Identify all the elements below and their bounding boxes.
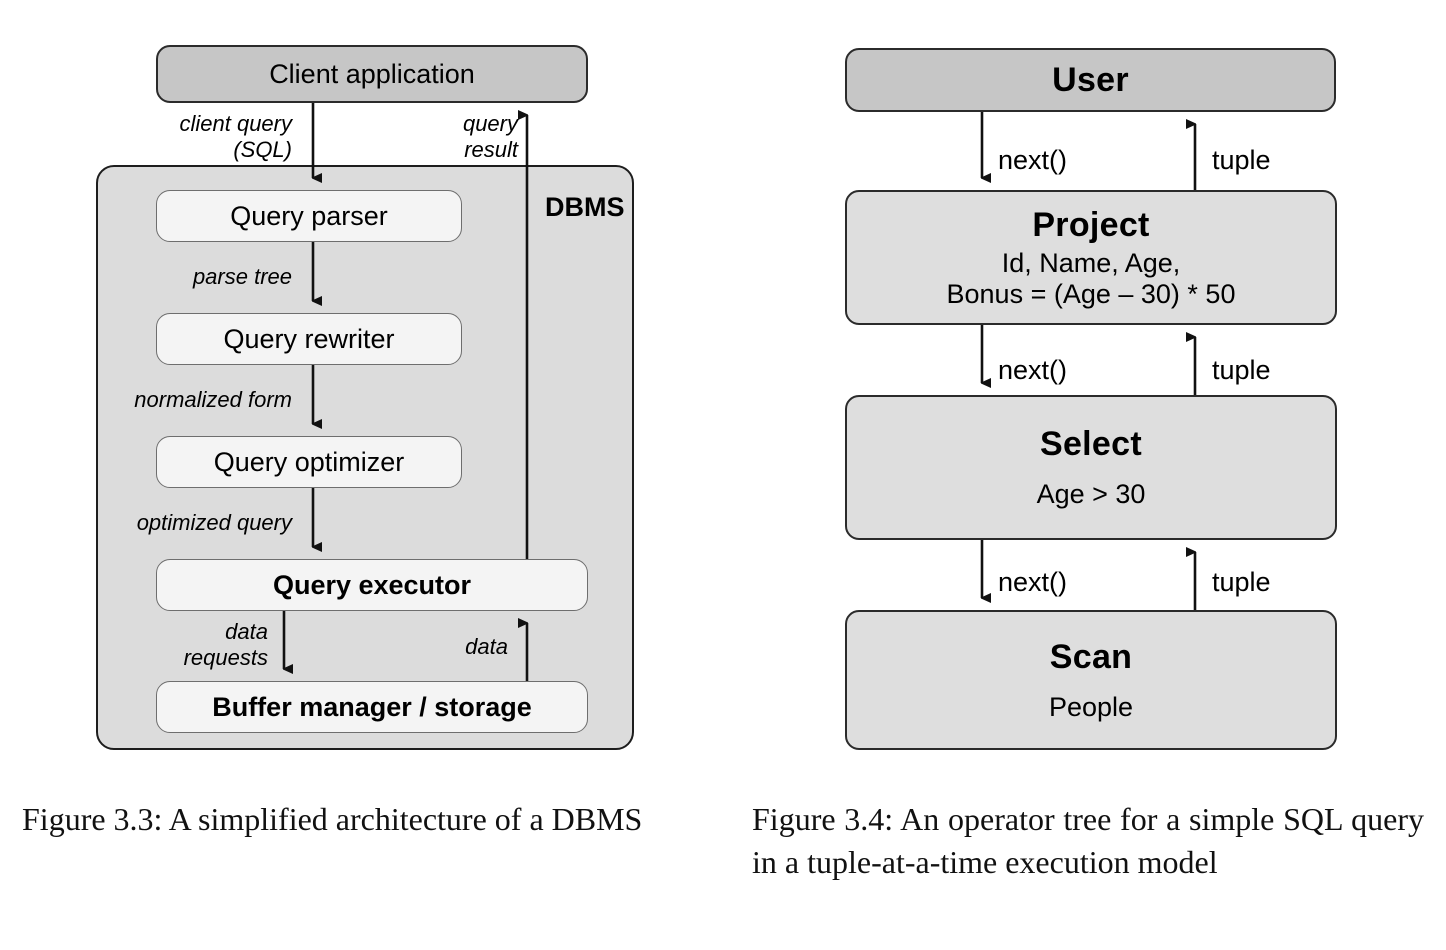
figure-caption-right: Figure 3.4: An operator tree for a simpl… xyxy=(752,801,1424,880)
query-executor-label: Query executor xyxy=(272,569,472,600)
operator-node-scan: Scan People xyxy=(845,610,1337,750)
query-rewriter-label: Query rewriter xyxy=(223,323,395,354)
operator-node-user-title: User xyxy=(1052,60,1129,99)
buffer-manager-label: Buffer manager / storage xyxy=(212,691,532,722)
query-rewriter-box: Query rewriter xyxy=(156,313,462,365)
edge-label-next-3: next() xyxy=(998,567,1068,597)
figure-caption-left: Figure 3.3: A simplified architecture of… xyxy=(22,801,643,837)
edge-label-query-result: query result xyxy=(462,111,518,162)
edge-label-tuple-1: tuple xyxy=(1212,145,1271,175)
edge-label-parse-tree: parse tree xyxy=(192,264,292,289)
edge-label-normalized-form: normalized form xyxy=(134,387,292,412)
operator-node-scan-line-1: People xyxy=(1048,691,1134,722)
operator-node-project-line-1: Id, Name, Age, xyxy=(1001,248,1181,279)
edge-label-next-2: next() xyxy=(998,355,1068,385)
edge-label-next-1: next() xyxy=(998,145,1068,175)
operator-node-select-title: Select xyxy=(1040,425,1142,464)
operator-node-select: Select Age > 30 xyxy=(845,395,1337,540)
operator-node-project-title: Project xyxy=(1032,206,1150,245)
operator-node-project-line-2: Bonus = (Age – 30) * 50 xyxy=(946,278,1236,309)
query-executor-box: Query executor xyxy=(156,559,588,611)
buffer-manager-box: Buffer manager / storage xyxy=(156,681,588,733)
client-application-label: Client application xyxy=(269,58,475,89)
edge-label-data-requests: data requests xyxy=(183,619,268,670)
query-optimizer-label: Query optimizer xyxy=(213,446,405,477)
operator-node-user: User xyxy=(845,48,1336,112)
edge-label-optimized-query: optimized query xyxy=(136,510,292,535)
edge-label-data: data xyxy=(465,634,508,659)
edge-label-tuple-3: tuple xyxy=(1212,567,1271,597)
query-optimizer-box: Query optimizer xyxy=(156,436,462,488)
operator-node-select-line-1: Age > 30 xyxy=(1036,479,1146,510)
operator-node-project: Project Id, Name, Age, Bonus = (Age – 30… xyxy=(845,190,1337,325)
edge-label-client-query: client query (SQL) xyxy=(179,111,292,162)
dbms-label: DBMS xyxy=(545,192,625,222)
client-application-box: Client application xyxy=(156,45,588,103)
edge-label-tuple-2: tuple xyxy=(1212,355,1271,385)
operator-node-scan-title: Scan xyxy=(1049,637,1133,676)
query-parser-label: Query parser xyxy=(230,200,388,231)
query-parser-box: Query parser xyxy=(156,190,462,242)
